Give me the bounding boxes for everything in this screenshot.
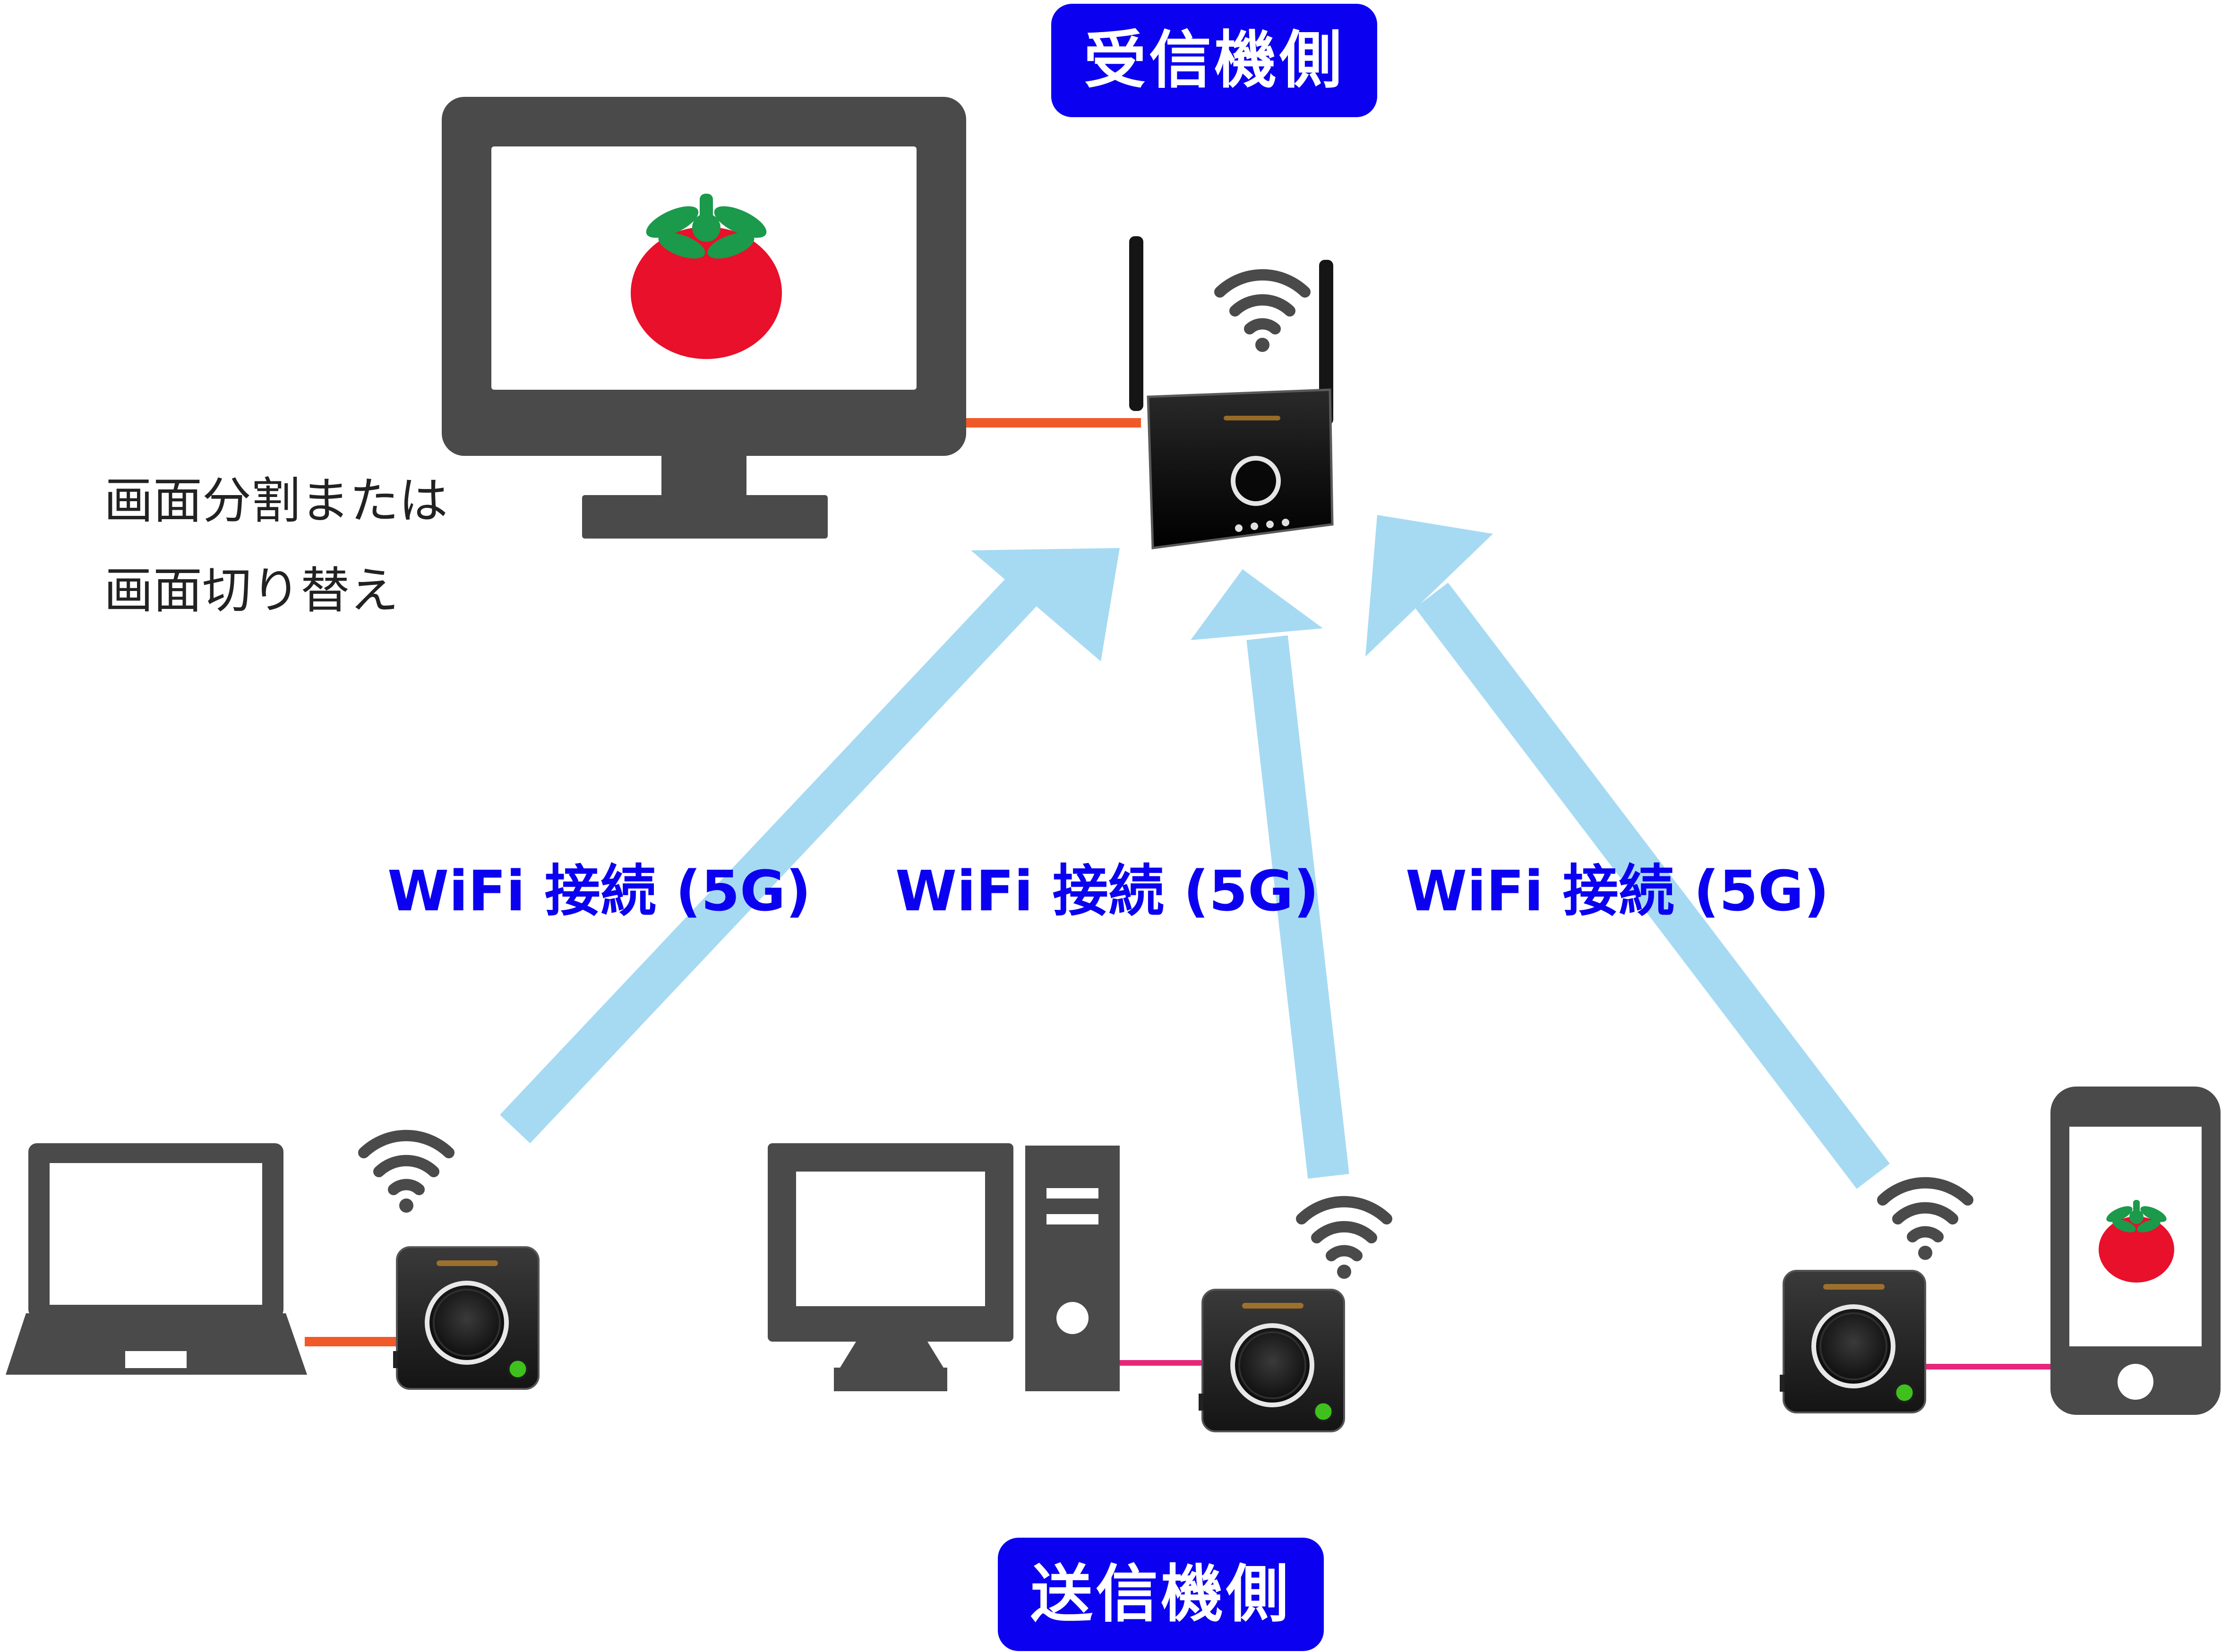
desktop-pc-icon (768, 1143, 1120, 1391)
wifi-connection-label-right: WiFi 接続 (5G) (1406, 858, 1829, 924)
router-icon (1129, 236, 1334, 549)
display-mode-note: 画面分割または 画面切り替え (104, 456, 448, 635)
tomato-icon (2099, 1200, 2174, 1283)
transmitter-icon (393, 1247, 539, 1389)
receiver-side-badge: 受信機側 (1051, 4, 1377, 117)
wifi-icon (1302, 1202, 1387, 1279)
wifi-connection-label-center: WiFi 接続 (5G) (895, 858, 1319, 924)
tomato-icon (631, 194, 782, 359)
laptop-icon (6, 1143, 307, 1375)
wifi-icon (364, 1136, 449, 1213)
sender-side-badge: 送信機側 (998, 1538, 1324, 1651)
wifi-icon (1220, 275, 1305, 352)
display-mode-note-line1: 画面分割または (104, 472, 448, 530)
transmitter-icon (1199, 1290, 1344, 1431)
wifi-icon (1883, 1183, 1968, 1260)
transmitter-icon (1780, 1271, 1925, 1412)
arrow-left-to-receiver (499, 548, 1120, 1144)
arrow-center-to-receiver (1191, 569, 1349, 1179)
arrow-right-to-receiver (1365, 515, 1890, 1189)
wifi-connection-label-left: WiFi 接続 (5G) (387, 858, 811, 924)
display-mode-note-line2: 画面切り替え (104, 562, 399, 619)
